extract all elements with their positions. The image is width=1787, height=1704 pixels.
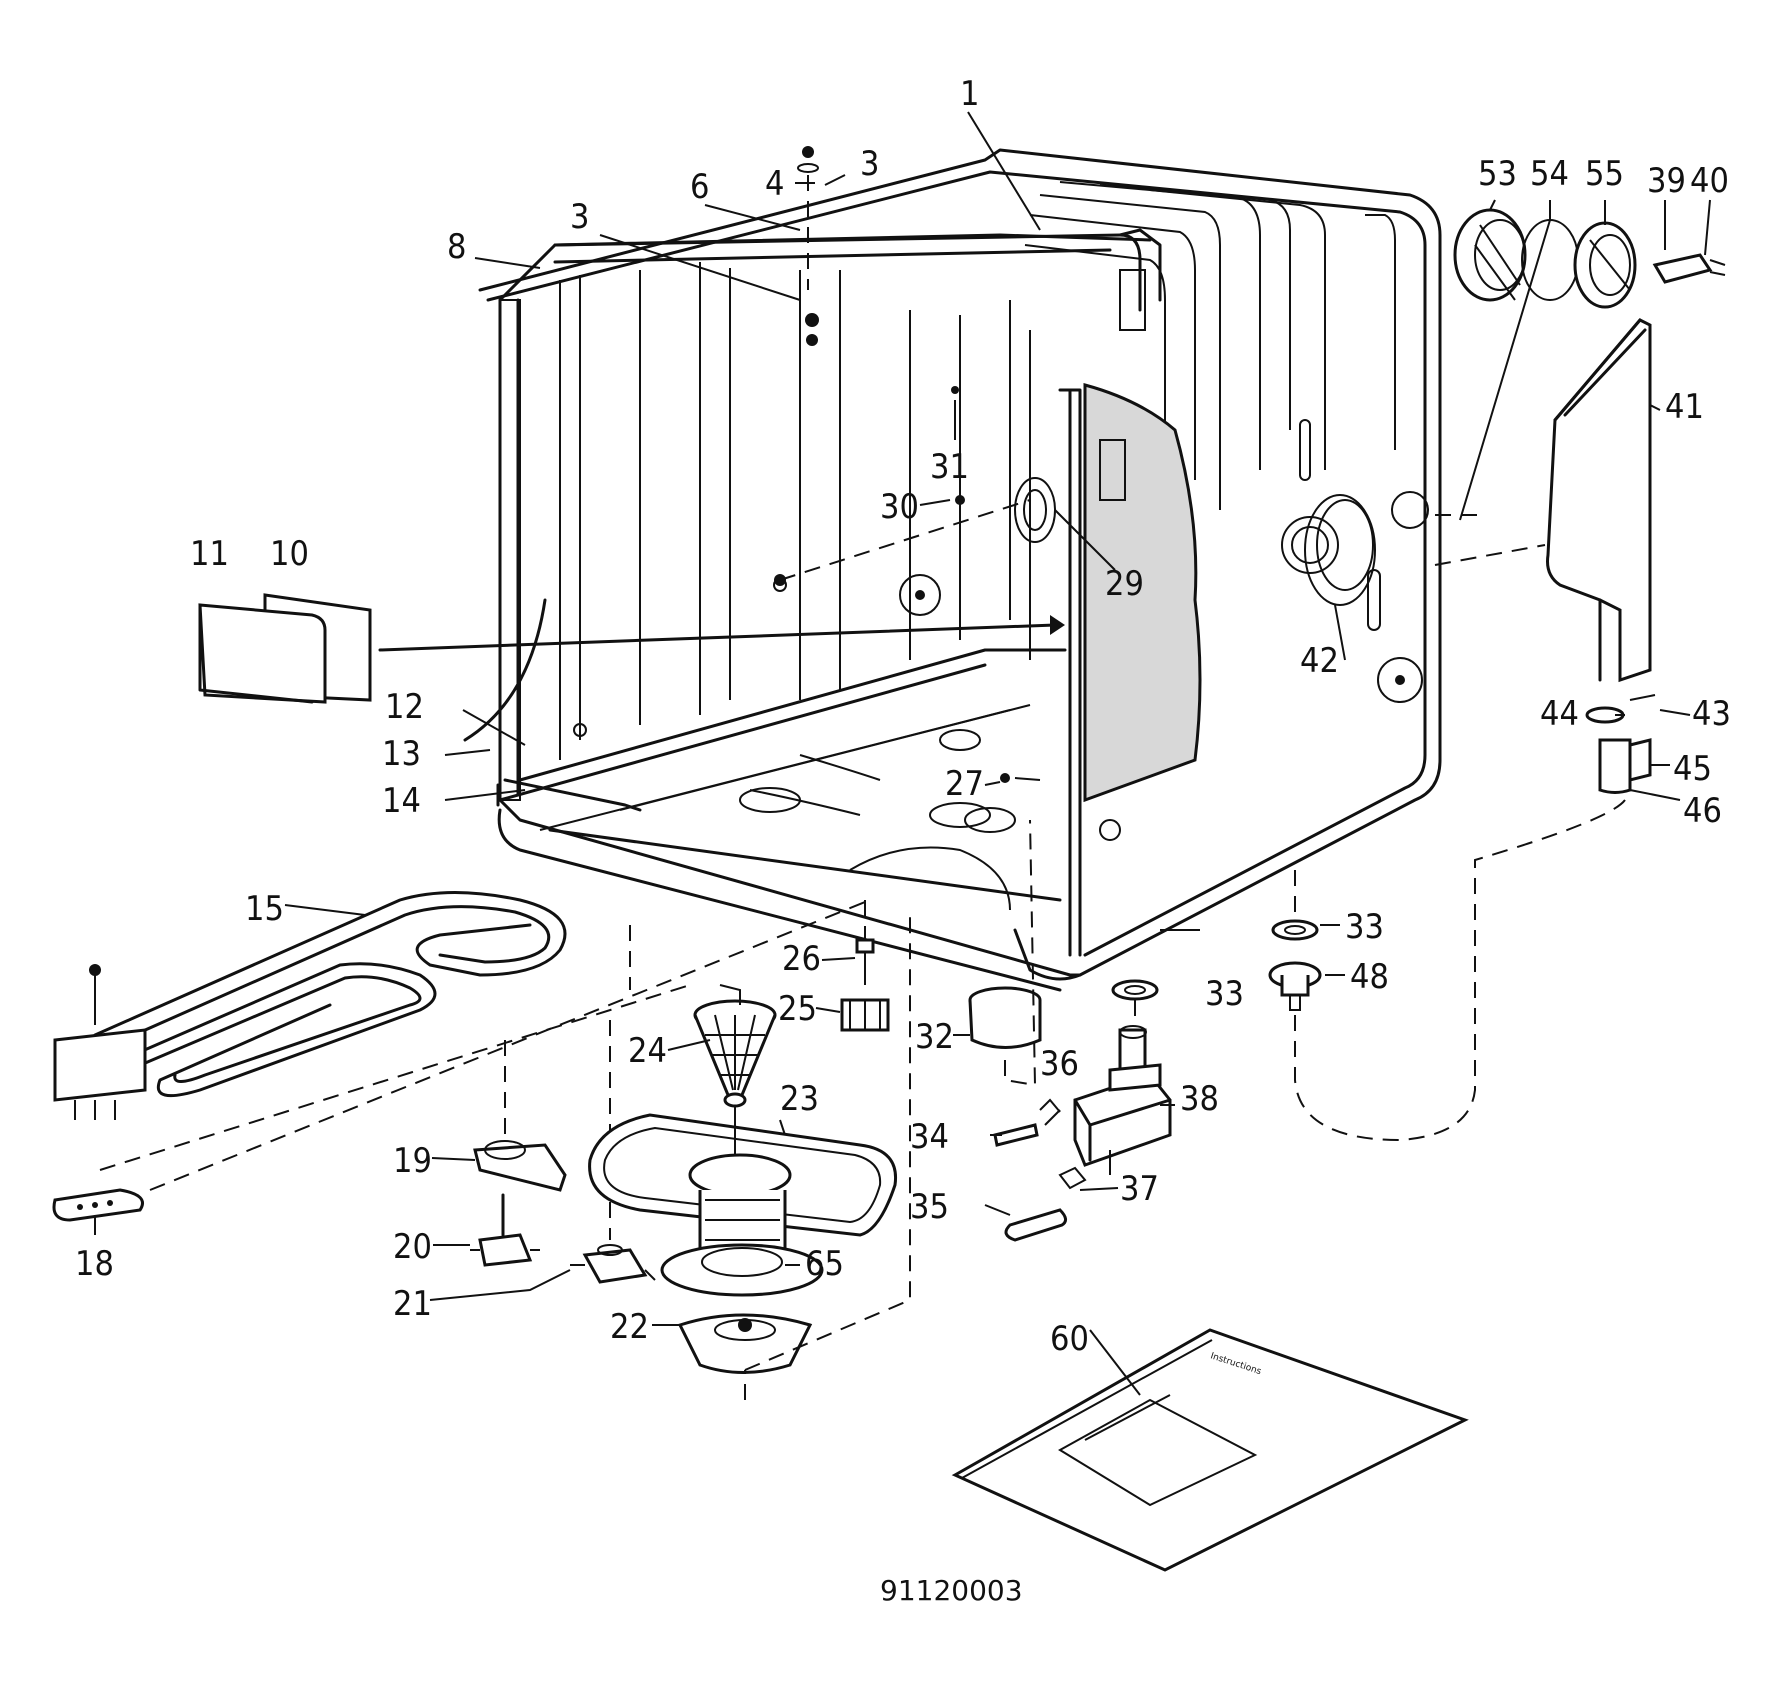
callout-34: 34: [910, 1117, 949, 1157]
callout-13: 13: [382, 734, 421, 774]
callout-44: 44: [1540, 694, 1579, 734]
strainer-65: [660, 1190, 824, 1297]
heating-element-15: [53, 891, 871, 1191]
callout-3: 3: [860, 144, 879, 184]
callout-41: 41: [1665, 387, 1704, 427]
duct-41: [1434, 318, 1652, 683]
callout-33: 33: [1205, 974, 1244, 1014]
callout-20: 20: [393, 1227, 432, 1267]
callout-24: 24: [628, 1031, 667, 1071]
callout-39: 39: [1647, 161, 1686, 201]
callout-8: 8: [447, 227, 466, 267]
callout-36: 36: [1040, 1044, 1079, 1084]
callout-27: 27: [945, 764, 984, 804]
screw-3-top: [797, 146, 819, 346]
callout-32: 32: [915, 1017, 954, 1057]
callout-1: 1: [960, 74, 979, 114]
callout-29: 29: [1105, 564, 1144, 604]
callout-35: 35: [910, 1187, 949, 1227]
callout-23: 23: [780, 1079, 819, 1119]
callout-labels: 1 3 3 4 6 8 10 11 12 13 14 15 18 19 20 2…: [75, 74, 1731, 1359]
callout-38: 38: [1180, 1079, 1219, 1119]
callout-12: 12: [385, 687, 424, 727]
callout-43: 43: [1692, 694, 1731, 734]
callout-46: 46: [1683, 791, 1722, 831]
callout-65: 65: [805, 1244, 844, 1284]
dishwasher-tub: [463, 148, 1442, 992]
callout-55: 55: [1585, 154, 1624, 194]
callout-15: 15: [245, 889, 284, 929]
filter-24: [693, 984, 777, 1108]
callout-25: 25: [778, 989, 817, 1029]
callout-18: 18: [75, 1244, 114, 1284]
callout-14: 14: [382, 781, 421, 821]
callout-53: 53: [1478, 154, 1517, 194]
panel-10-11: [198, 593, 1065, 704]
callout-37: 37: [1120, 1169, 1159, 1209]
callout-60: 60: [1050, 1319, 1089, 1359]
callout-10: 10: [270, 534, 309, 574]
drawing-number: 91120003: [880, 1574, 1023, 1607]
callout-30: 30: [880, 487, 919, 527]
callout-45: 45: [1673, 749, 1712, 789]
callout-31: 31: [930, 447, 969, 487]
callout-22: 22: [610, 1307, 649, 1347]
callout-11: 11: [190, 534, 229, 574]
callout-3: 3: [570, 197, 589, 237]
callout-33: 33: [1345, 907, 1384, 947]
callout-42: 42: [1300, 641, 1339, 681]
callout-4: 4: [765, 164, 784, 204]
drain-pump-38: [1073, 1025, 1172, 1175]
callout-19: 19: [393, 1141, 432, 1181]
parts: Instructions: [52, 146, 1726, 1572]
leader-lines: [94, 111, 1711, 1396]
callout-26: 26: [782, 939, 821, 979]
callout-6: 6: [690, 167, 709, 207]
callout-40: 40: [1690, 161, 1729, 201]
vent-53-54-55: [1453, 208, 1726, 309]
callout-21: 21: [393, 1284, 432, 1324]
manual-60: Instructions: [951, 1328, 1469, 1572]
callout-48: 48: [1350, 957, 1389, 997]
sump-22: [677, 1313, 813, 1374]
callout-54: 54: [1530, 154, 1569, 194]
